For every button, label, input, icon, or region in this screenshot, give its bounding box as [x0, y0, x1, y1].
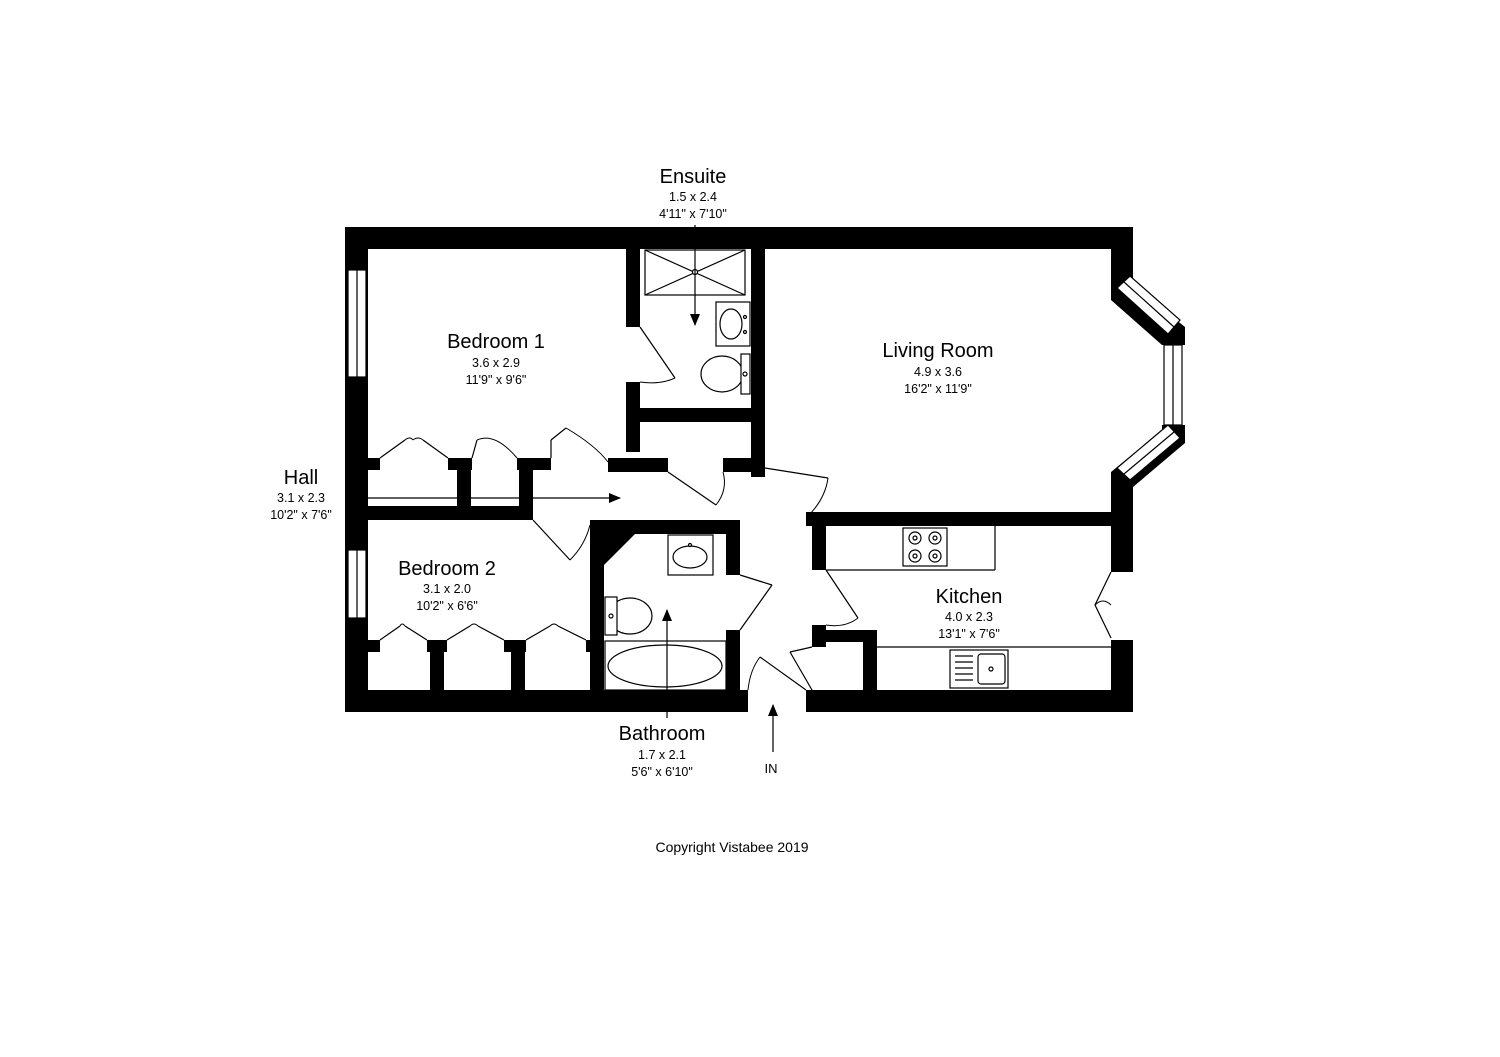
room-imperial: 10'2" x 7'6": [270, 508, 332, 522]
bathroom-fixtures: [604, 534, 727, 691]
copyright-text: Copyright Vistabee 2019: [655, 839, 808, 855]
room-imperial: 5'6" x 6'10": [631, 765, 693, 779]
room-metric: 3.6 x 2.9: [472, 356, 520, 370]
arrows: [345, 225, 778, 752]
ensuite-toilet: [700, 355, 744, 393]
room-name: Hall: [284, 467, 318, 489]
room-label-bedroom2: Bedroom 2 3.1 x 2.0 10'2" x 6'6": [398, 558, 496, 613]
interior-walls: [368, 249, 1133, 690]
room-metric: 3.1 x 2.0: [423, 582, 471, 596]
room-label-bathroom: Bathroom 1.7 x 2.1 5'6" x 6'10": [619, 723, 706, 779]
room-imperial: 16'2" x 11'9": [904, 382, 972, 396]
room-metric: 1.5 x 2.4: [669, 190, 717, 204]
room-name: Bedroom 1: [447, 331, 545, 353]
room-name: Bedroom 2: [398, 558, 496, 580]
room-name: Ensuite: [660, 166, 727, 188]
entrance-label: IN: [765, 761, 778, 776]
room-name: Living Room: [882, 340, 993, 362]
wardrobe-doors-bedroom2: [379, 623, 587, 641]
room-metric: 4.0 x 2.3: [945, 610, 993, 624]
room-label-bedroom1: Bedroom 1 3.6 x 2.9 11'9" x 9'6": [447, 331, 545, 387]
hob: [902, 527, 948, 567]
room-metric: 3.1 x 2.3: [277, 491, 325, 505]
room-name: Kitchen: [936, 586, 1003, 608]
ensuite-fixtures: [644, 249, 751, 395]
room-metric: 1.7 x 2.1: [638, 748, 686, 762]
room-imperial: 4'11" x 7'10": [659, 207, 727, 221]
wardrobe-doors-bedroom1: [379, 437, 518, 459]
room-label-hall: Hall 3.1 x 2.3 10'2" x 7'6": [270, 467, 332, 522]
room-imperial: 13'1" x 7'6": [938, 627, 1000, 641]
doors: [532, 326, 1112, 691]
room-label-living: Living Room 4.9 x 3.6 16'2" x 11'9": [882, 340, 993, 396]
room-imperial: 11'9" x 9'6": [466, 373, 527, 387]
room-metric: 4.9 x 3.6: [914, 365, 962, 379]
room-label-ensuite: Ensuite 1.5 x 2.4 4'11" x 7'10": [659, 166, 727, 221]
room-label-kitchen: Kitchen 4.0 x 2.3 13'1" x 7'6": [936, 586, 1003, 641]
windows: [347, 269, 1183, 619]
room-name: Bathroom: [619, 723, 706, 745]
kitchen-fixtures: [826, 526, 1111, 689]
room-imperial: 10'2" x 6'6": [416, 599, 478, 613]
